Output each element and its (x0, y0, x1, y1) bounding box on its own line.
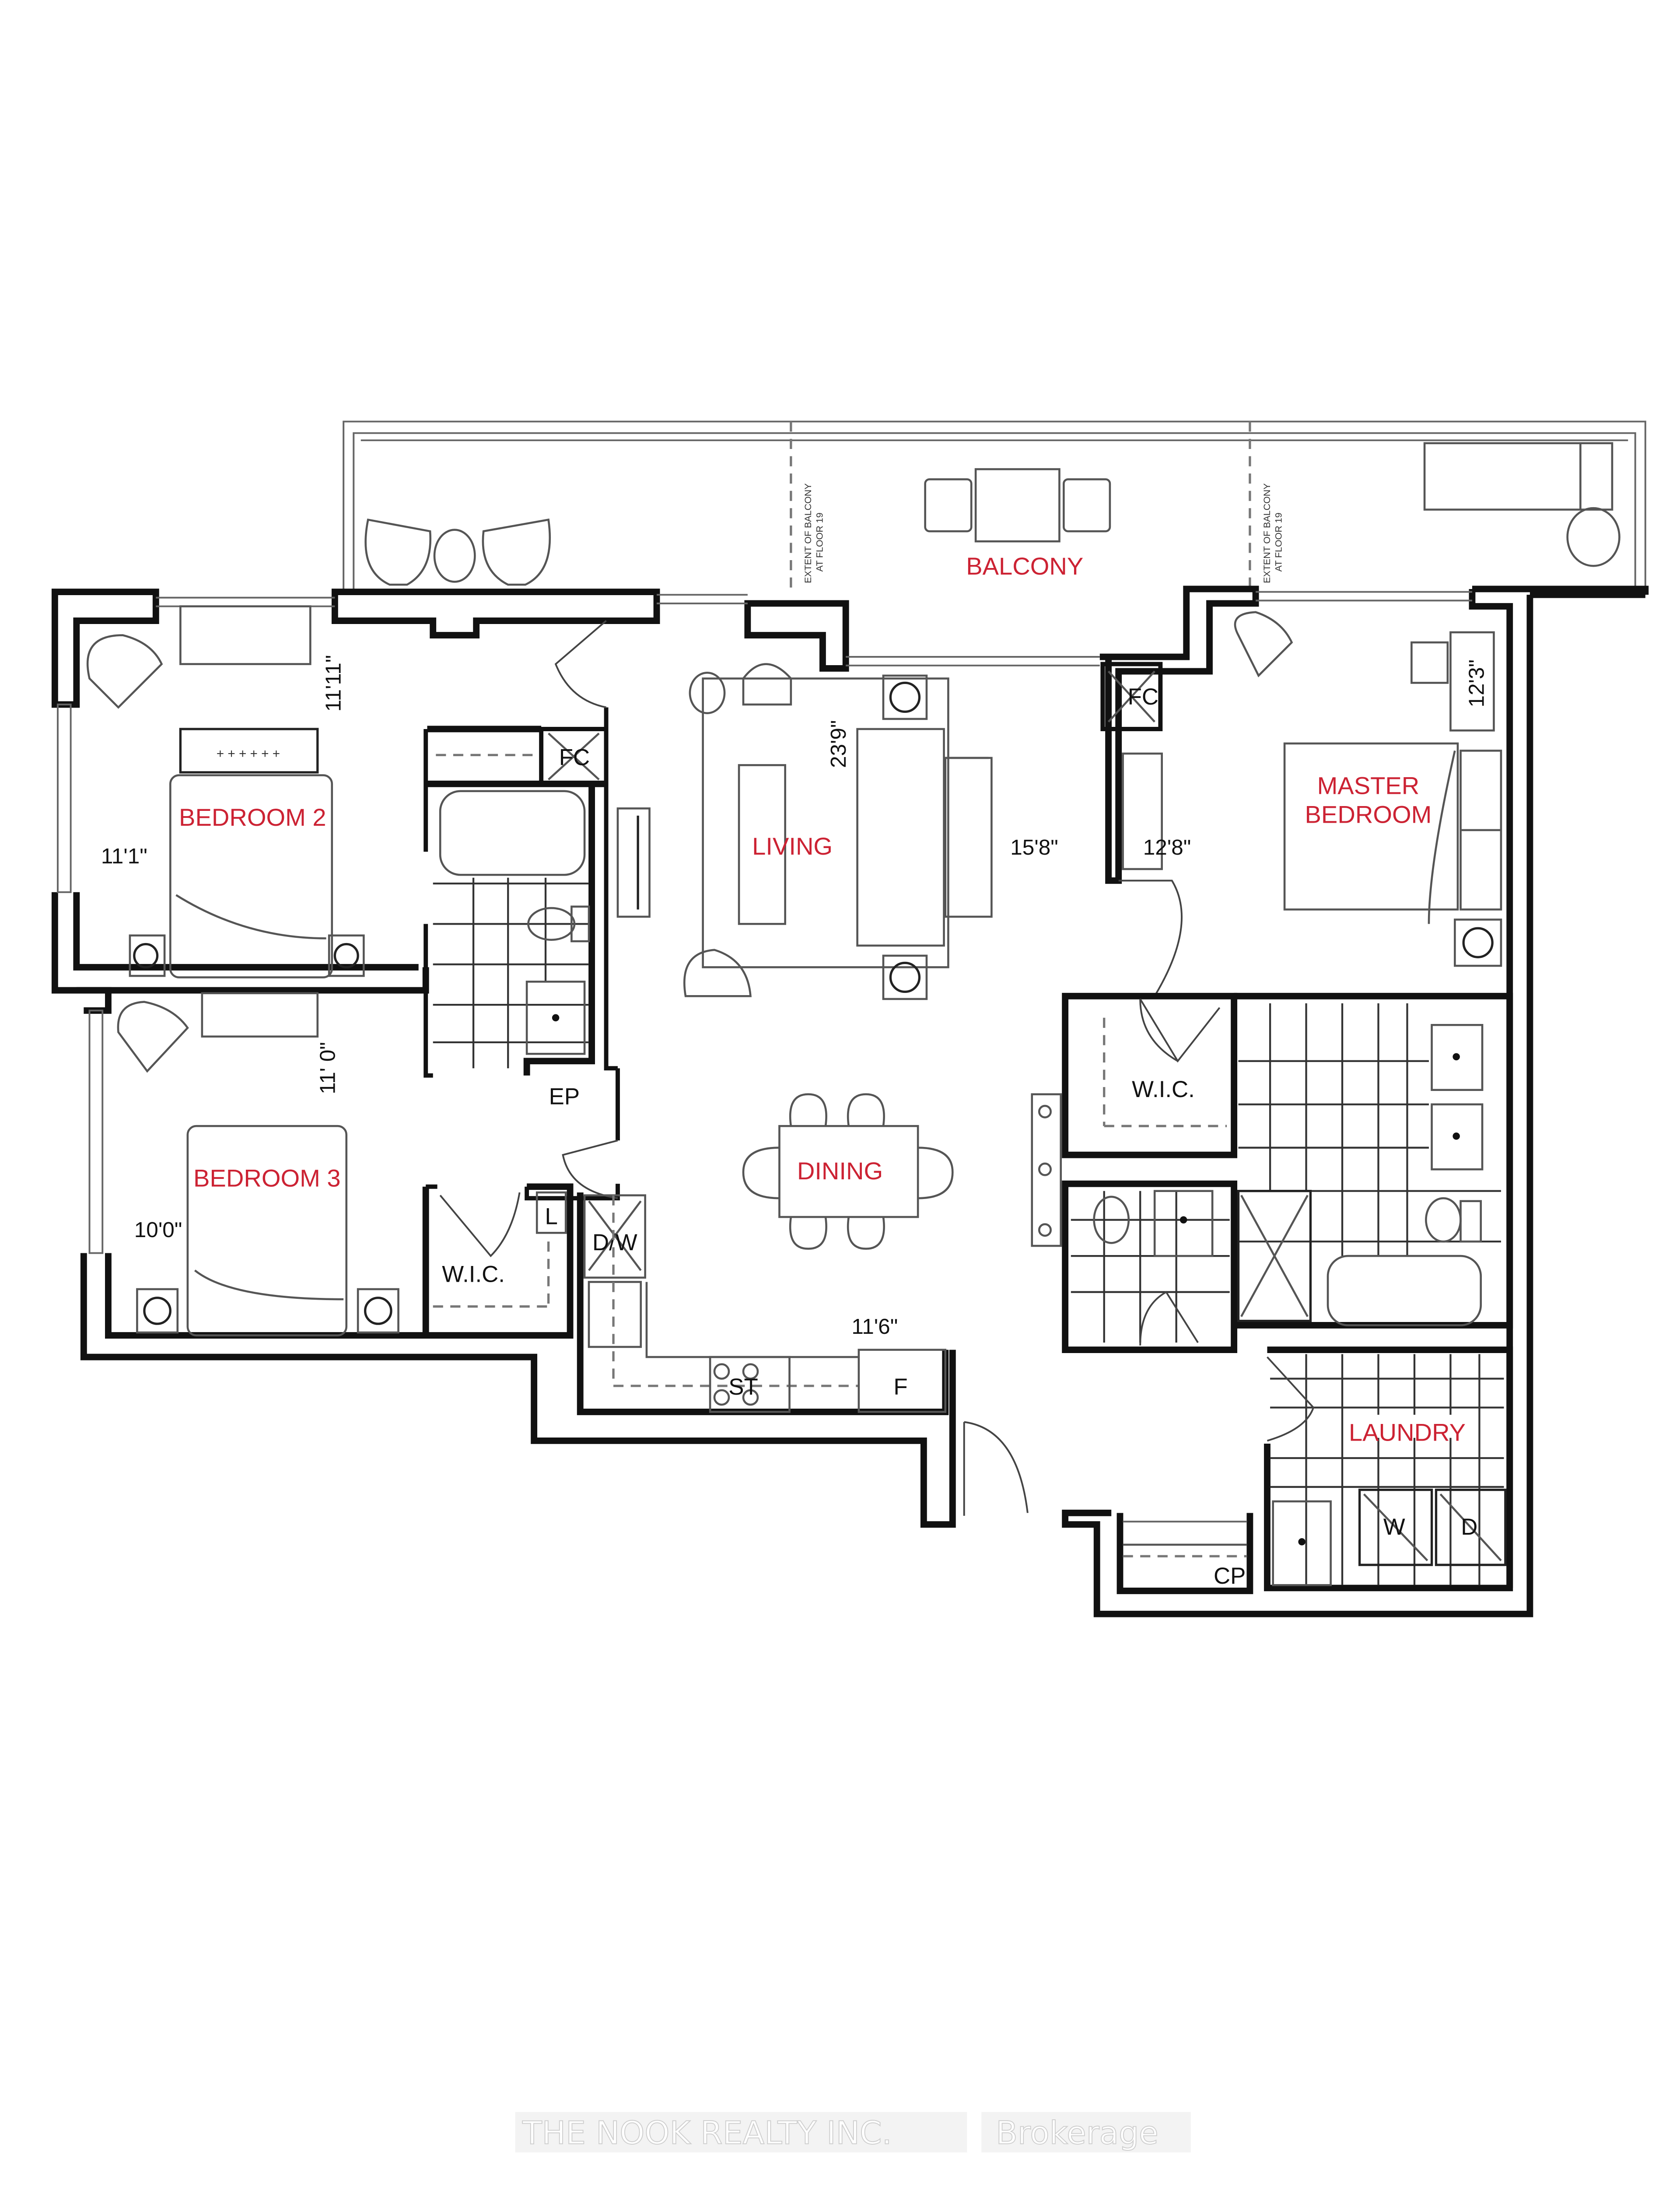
fridge-icon (858, 1349, 947, 1413)
dim-master-width: 12'8" (1143, 835, 1191, 859)
vanity-sink-icon (1431, 1024, 1484, 1091)
fc-label-left: FC (559, 744, 590, 770)
bathtub-icon (439, 790, 586, 876)
master-bedroom: FC MASTER BEDROOM 12'8" 12'3" (1100, 611, 1502, 997)
armchair-icon (117, 1001, 189, 1073)
dining-room: DINING (742, 1093, 954, 1250)
svg-text:AT FLOOR 19: AT FLOOR 19 (814, 512, 825, 572)
cp-label: CP (1214, 1563, 1246, 1589)
kitchen-sink-icon (588, 1281, 642, 1348)
room-label-living: LIVING (752, 832, 833, 860)
dim-living-depth: 23'9" (826, 720, 850, 768)
shower-icon (1237, 1190, 1312, 1322)
dryer-label: D (1461, 1514, 1477, 1540)
wic-label-left: W.I.C. (442, 1261, 505, 1287)
sink-icon (525, 980, 586, 1055)
bedroom-2: + + + + + + BEDROOM 2 11'11" 11'1" (86, 605, 365, 978)
bed-icon (169, 774, 333, 978)
svg-text:+ + + + + +: + + + + + + (217, 747, 280, 761)
stove-label: ST (728, 1374, 758, 1400)
svg-text:AT FLOOR 19: AT FLOOR 19 (1273, 512, 1284, 572)
laundry-sink-icon (1272, 1500, 1332, 1586)
living-room: LIVING 23'9" 15'8" (683, 663, 1058, 1000)
stove-icon (709, 1356, 791, 1413)
sun-lounger-icon (1423, 442, 1620, 567)
bed-icon (1283, 742, 1459, 911)
coat-closet: CP (1123, 1521, 1247, 1589)
watermark-company: THE NOOK REALTY INC. (522, 2115, 892, 2152)
dim-master-depth: 12'3" (1464, 659, 1488, 708)
toilet-icon (1425, 1197, 1462, 1243)
dishwasher-label: D/W (592, 1230, 637, 1255)
dryer-icon (1435, 1488, 1507, 1566)
linen-label: L (545, 1204, 558, 1230)
dim-bedroom2-width: 11'1" (101, 844, 147, 868)
bench-icon (179, 728, 319, 774)
watermark: THE NOOK REALTY INC. Brokerage (515, 2112, 1191, 2153)
sink-icon (1153, 1190, 1214, 1257)
balcony-extent-note-left: EXTENT OF BALCONY AT FLOOR 19 (803, 483, 825, 583)
dim-kitchen-width: 11'6" (851, 1315, 898, 1339)
wic-label-right: W.I.C. (1132, 1076, 1195, 1102)
ep-label: EP (549, 1084, 580, 1110)
sofa-icon (856, 728, 945, 947)
windows (56, 591, 1472, 1254)
vanity-sink-icon (1431, 1103, 1484, 1171)
washer-icon (1358, 1488, 1433, 1566)
coffee-table-icon (738, 764, 786, 925)
entry-door[interactable] (963, 1421, 1029, 1516)
exterior-walls (51, 586, 1649, 1617)
tile-grid (433, 877, 589, 1069)
svg-text:EXTENT OF BALCONY: EXTENT OF BALCONY (1262, 483, 1272, 583)
balcony-table-icon (924, 468, 1111, 543)
tile-grid-laundry (1270, 1354, 1504, 1585)
room-label-balcony: BALCONY (966, 552, 1083, 580)
lounge-chairs-icon (364, 518, 551, 586)
bedroom-3: BEDROOM 3 11' 0" 10'0" (117, 992, 399, 1336)
washer-label: W (1383, 1514, 1405, 1540)
walk-in-closet-left: L W.I.C. (422, 1183, 574, 1339)
tile-grid-ensuite (1071, 1003, 1501, 1343)
fc-label-right: FC (1128, 684, 1158, 710)
dim-living-width: 15'8" (1010, 835, 1058, 859)
laundry-room: LAUNDRY W D (1264, 1346, 1513, 1592)
kitchen: D/W ST F 11'6" (577, 1192, 949, 1415)
bathtub-icon (1326, 1255, 1482, 1326)
armchair-icon (1234, 611, 1293, 677)
balcony-area: BALCONY EXTENT OF BALCONY AT FLOOR 19 EX… (343, 421, 1646, 595)
dim-bedroom3-depth: 11' 0" (315, 1042, 340, 1094)
room-label-bedroom-2: BEDROOM 2 (179, 803, 326, 831)
dim-bedroom2-depth: 11'11" (322, 655, 346, 712)
dim-bedroom3-width: 10'0" (134, 1218, 182, 1242)
fridge-label: F (893, 1374, 907, 1400)
watermark-suffix: Brokerage (996, 2115, 1158, 2152)
toilet-icon (1093, 1196, 1130, 1244)
bed-icon (186, 1125, 348, 1336)
balcony-extent-note-right: EXTENT OF BALCONY AT FLOOR 19 (1262, 483, 1284, 583)
room-label-bedroom-3: BEDROOM 3 (193, 1164, 341, 1192)
toilet-icon (527, 907, 576, 941)
room-label-master-2: BEDROOM (1305, 800, 1432, 828)
tv-console-icon (616, 807, 651, 918)
master-ensuite: W.I.C. (1031, 992, 1513, 1353)
room-label-dining: DINING (797, 1157, 883, 1185)
bathroom-2: FC (427, 726, 651, 1076)
room-label-laundry: LAUNDRY (1349, 1418, 1466, 1446)
room-label-master-1: MASTER (1317, 771, 1420, 799)
dishwasher-icon (583, 1194, 646, 1279)
svg-text:EXTENT OF BALCONY: EXTENT OF BALCONY (803, 483, 813, 583)
armchair-icon (86, 634, 163, 709)
